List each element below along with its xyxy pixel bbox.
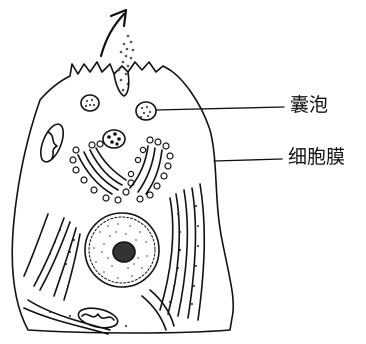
secretion-arrow-shaft <box>101 14 124 56</box>
nucleolus <box>113 242 135 262</box>
dense-vesicle <box>103 130 125 148</box>
vesicle-labelled <box>136 102 156 120</box>
golgi-apparatus-right <box>130 137 173 202</box>
vesicle-leader-line <box>156 107 284 110</box>
vesicle-left <box>81 95 99 111</box>
secreted-particles <box>118 35 135 92</box>
membrane-leader-line <box>214 159 282 161</box>
mitochondrion-upper <box>36 121 68 165</box>
exocytosis-pocket <box>114 72 129 96</box>
rough-er-right <box>142 184 204 330</box>
secretion-arrow-head <box>111 10 126 26</box>
vesicle-label: 囊泡 <box>290 96 328 115</box>
cell-membrane-outline <box>12 62 233 333</box>
golgi-apparatus-left <box>70 141 134 203</box>
cell-membrane-label: 细胞膜 <box>288 148 345 167</box>
nucleus <box>85 213 159 287</box>
